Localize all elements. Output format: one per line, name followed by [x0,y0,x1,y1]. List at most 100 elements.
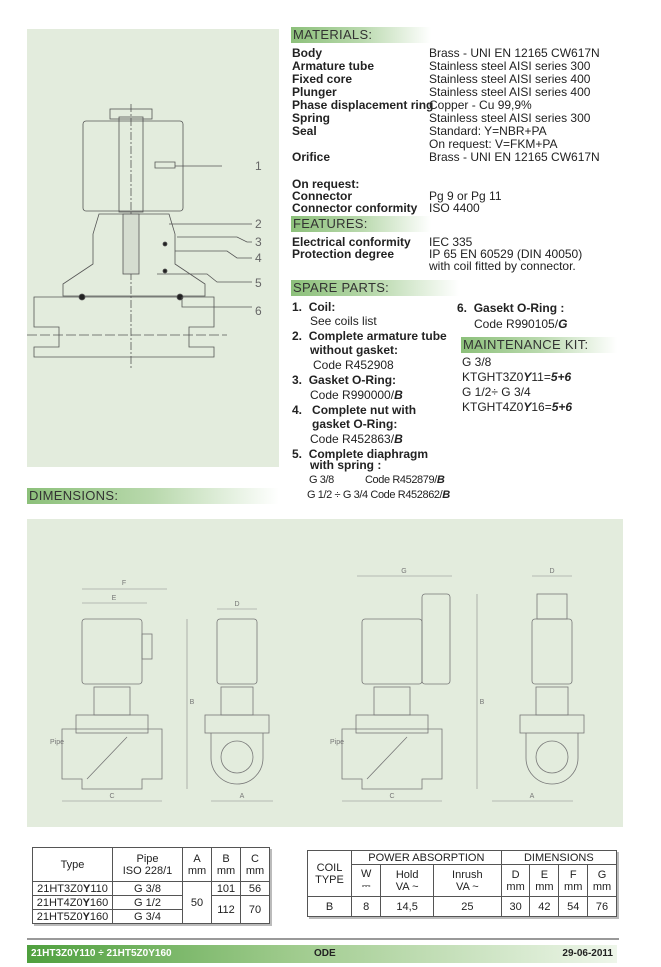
spec-label: Body [292,46,322,60]
spec-value: Brass - UNI EN 12165 CW617N [429,46,600,60]
spec-value: Pg 9 or Pg 11 [429,189,502,203]
th-power: POWER ABSORPTION [351,850,502,865]
valve-dimension-drawings: F E D B C A Pipe G D B C A Pipe [50,568,585,802]
spec-label: Phase displacement ring [292,98,434,112]
dimension-drawing-panel: F E D B C A Pipe G D B C A Pipe [27,519,623,827]
spare-5-variant-2: G 1/2 ÷ G 3/4 Code R452862/B [307,489,450,501]
spec-label: Connector [292,189,352,203]
dim-label-b: B [190,699,195,706]
spec-label: Fixed core [292,72,353,86]
spec-label: Protection degree [292,247,395,261]
spec-label: Plunger [292,85,337,99]
maintenance-kit-header: MAINTENANCE KIT: [461,337,617,353]
footer-brand: ODE [314,948,336,959]
spare-5-title2: with spring : [310,458,382,472]
table-row: 21HT4Z0Y160 G 1/2 112 70 [32,895,270,924]
dim-label-a: A [240,793,245,800]
table-row: 21HT3Z0Y110 G 3/8 50 101 56 [32,881,270,924]
materials-header: MATERIALS: [291,27,431,43]
spare-4-title: 4. Complete nut with [292,403,417,417]
spec-label: Seal [292,124,317,138]
spec-label: Spring [292,111,330,125]
spec-value: Stainless steel AISI series 400 [429,72,591,86]
kit-size-1: G 3/8 [462,355,492,369]
part-label-6: 6 [255,304,262,318]
footer-divider [27,938,619,940]
valve-section-drawing: 1 2 3 4 5 6 [27,104,262,369]
spare-parts-header: SPARE PARTS: [291,280,459,296]
coil-table: COIL TYPE POWER ABSORPTION DIMENSIONS W⎓… [307,850,618,917]
features-header: FEATURES: [291,216,431,232]
spare-4-title2: gasket O-Ring: [312,417,398,431]
spare-1-line: See coils list [310,314,377,328]
spec-value: On request: V=FKM+PA [429,137,558,151]
part-label-2: 2 [255,217,262,231]
dim-label-d-2: D [549,568,554,575]
part-label-4: 4 [255,251,262,265]
spare-6-title: 6. Gasekt O-Ring : [457,301,565,315]
kit-size-2: G 1/2÷ G 3/4 [462,385,531,399]
dim-label-pipe-2: Pipe [330,739,344,746]
dim-label-f: F [122,580,126,587]
spec-value: Stainless steel AISI series 400 [429,85,591,99]
spare-1-title: 1. Coil: [292,300,336,314]
dim-label-c-2: C [389,793,394,800]
spec-value: with coil fitted by connector. [429,259,576,273]
dim-label-a-2: A [530,793,535,800]
dim-label-g: G [401,568,406,575]
a-value: 50 [182,881,212,924]
dimensions-header: DIMENSIONS: [27,488,279,504]
part-label-1: 1 [255,159,262,173]
spec-value: IEC 335 [429,235,473,249]
kit-code-1: KTGHT3Z0Y11=5+6 [462,370,572,384]
section-drawing-panel: 1 2 3 4 5 6 [27,29,279,467]
spare-2-title2: without gasket: [310,343,399,357]
spec-label: Orifice [292,150,331,164]
part-label-3: 3 [255,235,262,249]
spare-6-code: Code R990105/G [474,317,568,331]
spec-value: Standard: Y=NBR+PA [429,124,547,138]
th-dimensions: DIMENSIONS [500,850,618,865]
th-type: Type [32,847,113,882]
spec-label: Electrical conformity [292,235,411,249]
spare-2-code: Code R452908 [313,358,394,372]
part-label-5: 5 [255,276,262,290]
spec-value: ISO 4400 [429,201,480,215]
spec-label: Armature tube [292,59,375,73]
dim-label-b-2: B [480,699,485,706]
spare-3-title: 3. Gasket O-Ring: [292,373,397,387]
spec-value: IP 65 EN 60529 (DIN 40050) [429,247,583,261]
footer-bar: 21HT3Z0Y110 ÷ 21HT5Z0Y160 ODE 29-06-2011 [27,945,617,963]
spec-value: Stainless steel AISI series 300 [429,111,591,125]
dim-label-pipe: Pipe [50,739,64,746]
spec-label: Connector conformity [292,201,418,215]
spare-5-title: 5. Complete diaphragm [292,447,429,461]
dim-label-c: C [109,793,114,800]
footer-date: 29-06-2011 [562,948,613,959]
spare-4-code: Code R452863/B [310,432,403,446]
th-coil-type: COIL TYPE [307,850,352,897]
spec-value: Copper - Cu 99,9% [429,98,532,112]
spare-2-title: 2. Complete armature tube [292,329,447,343]
th-w: W⎓ [350,864,382,897]
table-row: 21HT5Z0Y160 G 3/4 [32,909,270,924]
kit-code-2: KTGHT4Z0Y16=5+6 [462,400,573,414]
spec-value: Stainless steel AISI series 300 [429,59,591,73]
footer-model-range: 21HT3Z0Y110 ÷ 21HT5Z0Y160 [31,948,172,959]
dim-label-d: D [234,601,239,608]
spare-3-code: Code R990000/B [310,388,403,402]
dim-label-e: E [112,595,117,602]
